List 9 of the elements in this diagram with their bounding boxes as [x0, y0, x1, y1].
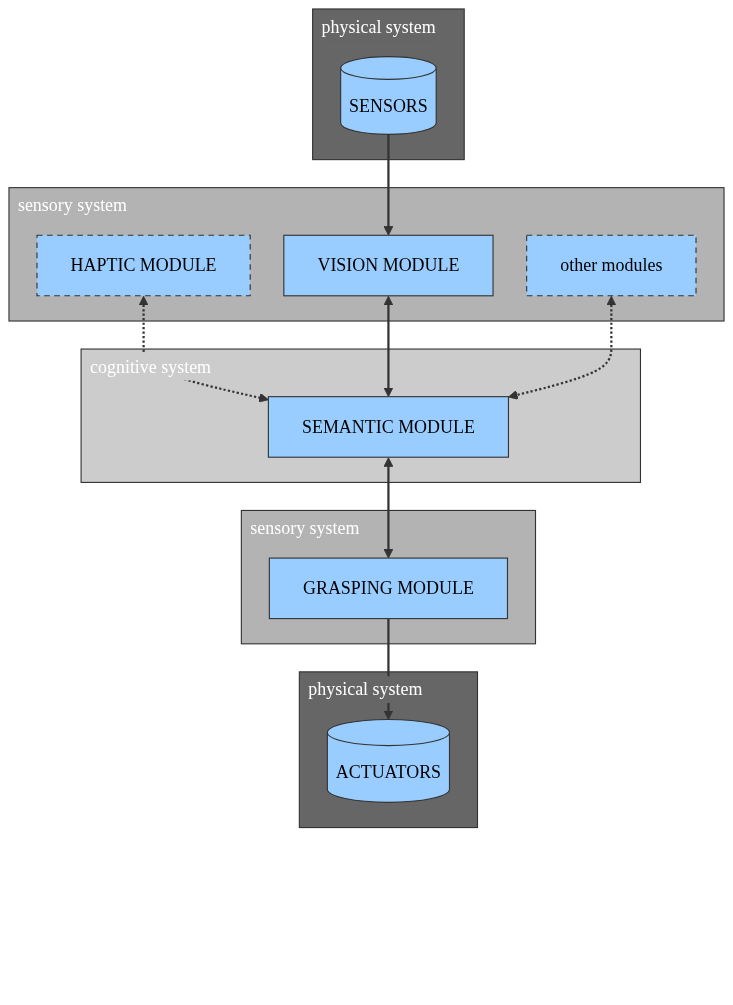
node-box: HAPTIC MODULE	[36, 234, 251, 297]
node-box: VISION MODULE	[283, 234, 494, 297]
arrow	[383, 134, 394, 236]
arrow	[508, 295, 617, 400]
node-box: other modules	[526, 234, 697, 297]
arrow	[383, 457, 394, 559]
node-box: SEMANTIC MODULE	[267, 396, 510, 458]
arrow	[383, 295, 394, 398]
node-box: GRASPING MODULE	[268, 557, 509, 620]
